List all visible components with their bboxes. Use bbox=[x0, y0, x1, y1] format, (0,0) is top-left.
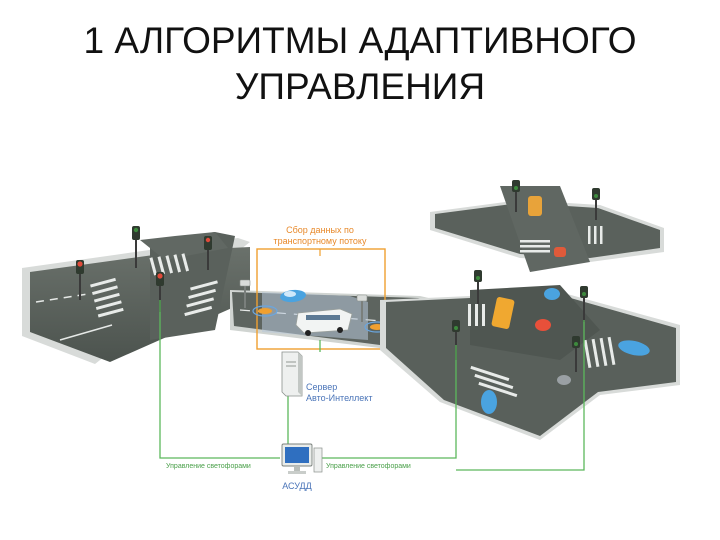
car-grey-bottom bbox=[557, 375, 571, 385]
car-blue-right-2 bbox=[618, 340, 650, 356]
asudd-label: АСУДД bbox=[282, 481, 312, 491]
traffic-light-left-3 bbox=[76, 260, 84, 300]
control-right-label: Управление светофорами bbox=[326, 463, 411, 470]
traffic-light-right-2 bbox=[592, 188, 600, 220]
car-orange-top bbox=[528, 196, 542, 216]
server-label-line2: Авто-Интеллект bbox=[306, 393, 372, 403]
traffic-light-left-1 bbox=[132, 226, 140, 268]
server-icon bbox=[281, 351, 303, 397]
traffic-light-right-3 bbox=[474, 270, 482, 304]
traffic-light-right-6 bbox=[572, 336, 580, 372]
data-collection-label-line1: Сбор данных по bbox=[286, 225, 354, 235]
car-red-top bbox=[554, 247, 566, 257]
computer-icon bbox=[281, 443, 323, 474]
control-links bbox=[159, 300, 585, 471]
data-collection-label-line2: транспортному потоку bbox=[274, 236, 367, 246]
car-red-right bbox=[535, 319, 551, 331]
right-intersection-bottom bbox=[380, 285, 680, 440]
data-collection-zone bbox=[256, 248, 386, 350]
traffic-light-right-4 bbox=[580, 286, 588, 322]
car-blue-right-1 bbox=[544, 288, 560, 300]
right-intersection-top bbox=[430, 186, 664, 272]
traffic-light-right-1 bbox=[512, 180, 520, 212]
slide-title: 1 АЛГОРИТМЫ АДАПТИВНОГО УПРАВЛЕНИЯ bbox=[0, 18, 720, 110]
server-label-line1: Сервер bbox=[306, 382, 337, 392]
slide-title-line2: УПРАВЛЕНИЯ bbox=[234, 66, 486, 107]
control-left-label: Управление светофорами bbox=[166, 463, 251, 470]
slide-title-line1: 1 АЛГОРИТМЫ АДАПТИВНОГО bbox=[83, 20, 637, 61]
car-blue-bottom bbox=[481, 390, 497, 414]
bus-white bbox=[295, 308, 353, 336]
traffic-light-left-2 bbox=[204, 236, 212, 270]
bus-orange bbox=[491, 297, 515, 329]
car-blue-middle bbox=[280, 289, 306, 303]
camera-left bbox=[239, 279, 278, 317]
